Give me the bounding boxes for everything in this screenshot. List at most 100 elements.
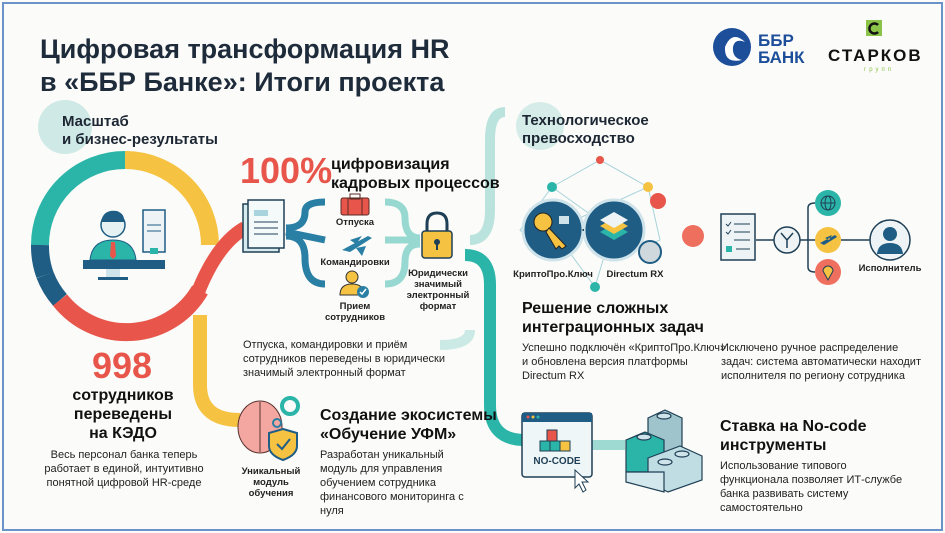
desc-line: исполнителя по региону сотрудника xyxy=(721,370,905,382)
plane-icon xyxy=(342,236,372,256)
digitization-caption: цифровизация кадровых процессов xyxy=(331,155,500,193)
ecosystem-heading: Создание экосистемы «Обучение УФМ» xyxy=(320,406,497,444)
process-label-vacation: Отпуска xyxy=(335,217,375,228)
section-heading-scale: Масштаб и бизнес-результаты xyxy=(62,113,218,149)
heading-line: Ставка на No-code xyxy=(720,418,867,435)
stat-description: Весь персонал банка теперь работает в ед… xyxy=(44,448,204,490)
document-icon xyxy=(242,199,285,253)
heading-line: Масштаб xyxy=(62,113,129,130)
plane-icon xyxy=(815,227,841,253)
desc-line: Успешно подключён «КриптоПро.Ключ» xyxy=(522,342,727,354)
key-icon xyxy=(545,227,567,250)
desc-line: Отпуска, командировки и приём xyxy=(243,339,408,351)
label-line: формат xyxy=(419,301,457,312)
desc-line: понятной цифровой HR-среде xyxy=(46,477,202,489)
heading-line: инструменты xyxy=(720,437,827,454)
logo-text: ББР xyxy=(758,31,794,50)
branch-lines xyxy=(285,198,326,288)
desc-line: Использование типового xyxy=(720,460,847,472)
label-line: Юридически xyxy=(408,268,468,279)
nocode-badge: NO-CODE xyxy=(533,456,581,467)
desc-line: Исключено ручное распределение xyxy=(721,342,899,354)
starkov-logo-subtext: групп xyxy=(864,67,894,73)
integration-heading: Решение сложных интеграционных задач xyxy=(522,299,704,337)
label-line: значимый xyxy=(414,279,462,290)
caption-line: сотрудников xyxy=(72,387,174,404)
desc-line: модуль для управления xyxy=(320,463,443,475)
executor-avatar-icon xyxy=(869,219,911,261)
stat-caption: сотрудников переведены на КЭДО xyxy=(62,386,184,443)
globe-icon xyxy=(815,190,841,216)
desc-line: значимый электронный формат xyxy=(243,367,406,379)
desc-line: работает в единой, интуитивно xyxy=(44,463,204,475)
title-line: Цифровая трансформация HR xyxy=(40,34,450,64)
label-line: сотрудников xyxy=(324,312,386,323)
cursor-icon xyxy=(574,468,590,493)
module-label: Уникальный модуль обучения xyxy=(238,466,304,499)
heading-line: интеграционных задач xyxy=(522,319,704,336)
blocks-icon xyxy=(625,409,703,493)
heading-line: Технологическое xyxy=(522,112,649,129)
desc-line: функционала позволяет ИТ-службе xyxy=(720,474,903,486)
heading-line: «Обучение УФМ» xyxy=(320,426,457,443)
logo-text: БАНК xyxy=(758,48,805,67)
stat-998: 998 xyxy=(91,345,153,386)
suitcase-icon xyxy=(340,193,370,216)
label-line: электронный xyxy=(406,290,470,301)
red-dot xyxy=(682,225,704,247)
lock-icon xyxy=(421,211,453,259)
node-label-cryptopro: КриптоПро.Ключ xyxy=(513,269,593,280)
routing-lines xyxy=(756,202,870,273)
label-line: обучения xyxy=(248,488,294,499)
bbr-bank-logo-text: ББР БАНК xyxy=(758,32,805,66)
flow-path-teal-up xyxy=(469,107,506,245)
desc-line: самостоятельно xyxy=(720,502,803,514)
nocode-description: Использование типового функционала позво… xyxy=(720,459,902,515)
ecosystem-description: Разработан уникальный модуль для управле… xyxy=(320,448,464,518)
stat-100-percent: 100% xyxy=(240,150,333,191)
lock-label: Юридически значимый электронный формат xyxy=(405,268,471,312)
brain-icon xyxy=(237,396,300,462)
gear-icon xyxy=(280,396,300,416)
title-line: в «ББР Банке»: Итоги проекта xyxy=(40,67,445,97)
executor-label: Исполнитель xyxy=(858,263,922,274)
starkov-logo-text: СТАРКОВ xyxy=(828,46,923,65)
checklist-icon xyxy=(720,213,756,261)
flow-path-teal-down xyxy=(464,249,526,446)
caption-line: на КЭДО xyxy=(89,425,157,442)
desc-line: обучением сотрудника xyxy=(320,477,436,489)
shield-check-icon xyxy=(268,427,298,462)
flow-path-red xyxy=(188,221,249,303)
section-bubble-right xyxy=(516,102,564,150)
caption-line: цифровизация xyxy=(331,156,450,173)
donut-ring xyxy=(31,151,219,342)
flow-path-yellow xyxy=(193,315,241,427)
integration-description: Успешно подключён «КриптоПро.Ключ» и обн… xyxy=(522,341,726,383)
process-label-hiring: Прием сотрудников xyxy=(320,301,390,323)
routing-description: Исключено ручное распределение задач: си… xyxy=(721,341,921,383)
desc-line: задач: система автоматически находит xyxy=(721,356,921,368)
employee-monitor-icon xyxy=(83,209,166,280)
section-heading-tech: Технологическое превосходство xyxy=(522,112,649,148)
location-pin-icon xyxy=(815,259,841,285)
desc-line: Разработан уникальный xyxy=(320,449,444,461)
digitization-description: Отпуска, командировки и приём сотруднико… xyxy=(243,338,445,380)
heading-line: Создание экосистемы xyxy=(320,407,497,424)
desc-line: финансового мониторинга с xyxy=(320,491,464,503)
desc-line: и обновлена версия платформы xyxy=(522,356,688,368)
red-dot xyxy=(650,193,666,209)
caption-line: кадровых процессов xyxy=(331,175,500,192)
fork-icon xyxy=(773,226,801,254)
nocode-window-icon xyxy=(521,412,593,493)
process-label-business-trips: Командировки xyxy=(320,257,390,268)
desc-line: нуля xyxy=(320,505,344,517)
caption-line: переведены xyxy=(73,406,173,423)
heading-line: Решение сложных xyxy=(522,300,669,317)
cryptopro-key-node xyxy=(521,198,585,262)
starkov-logo-mark xyxy=(866,20,882,36)
desc-line: банка развивать систему xyxy=(720,488,849,500)
heading-line: и бизнес-результаты xyxy=(62,131,218,148)
bbr-bank-logo xyxy=(713,28,751,66)
